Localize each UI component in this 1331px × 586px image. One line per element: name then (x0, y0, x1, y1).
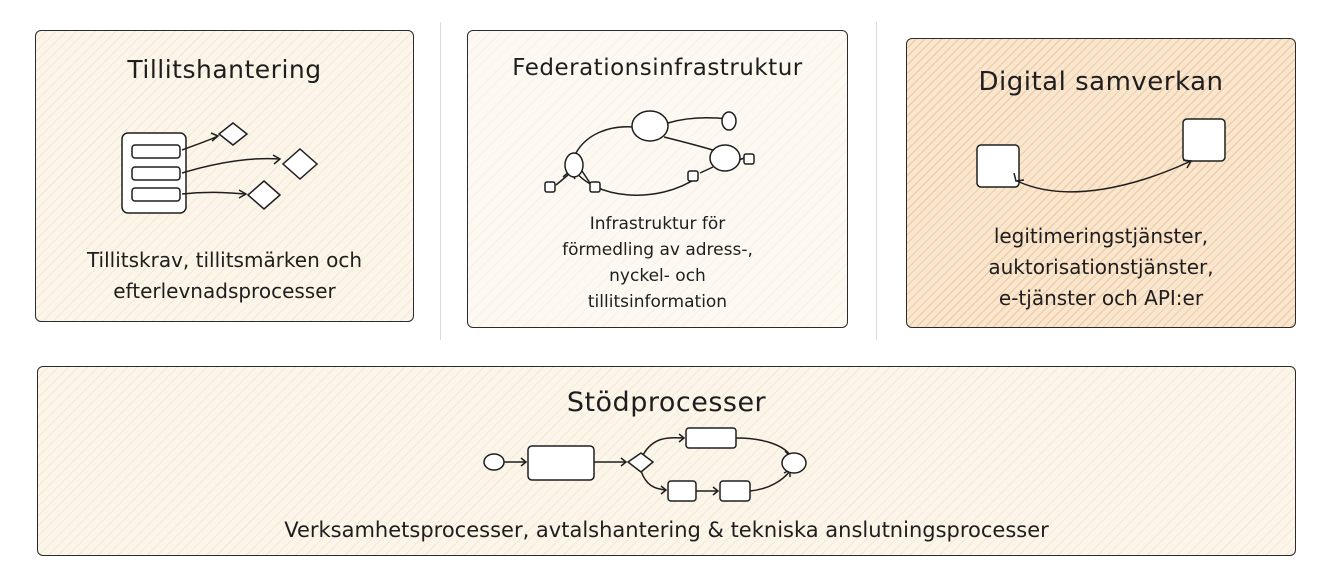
panel-stodprocesser: Stödprocesser Verksamhetsprocesser, avta… (37, 366, 1296, 556)
connected-boxes-icon (976, 118, 1226, 193)
panel-description: Infrastruktur för förmedling av adress-,… (562, 214, 753, 312)
divider (876, 22, 877, 340)
list-to-diamonds-icon (121, 122, 319, 214)
panel-description: legitimeringstjänster, auktorisationstjä… (988, 224, 1214, 310)
panel-description: Verksamhetsprocesser, avtalshantering & … (284, 518, 1049, 542)
panel-digital-samverkan: Digital samverkan legitimeringstjänster,… (906, 38, 1296, 328)
process-flow-icon (483, 427, 807, 502)
panel-federationsinfrastruktur: Federationsinfrastruktur Infrastruktur f… (467, 30, 848, 328)
panel-title: Federationsinfrastruktur (512, 55, 803, 81)
divider (440, 22, 441, 340)
panel-title: Tillitshantering (127, 55, 322, 84)
panel-title: Digital samverkan (978, 67, 1224, 97)
panel-title: Stödprocesser (566, 387, 767, 418)
panel-tillitshantering: Tillitshantering Tillitskrav, tillitsmär… (35, 30, 414, 322)
panel-description: Tillitskrav, tillitsmärken och efterlevn… (86, 248, 363, 303)
network-graph-icon (544, 110, 755, 196)
